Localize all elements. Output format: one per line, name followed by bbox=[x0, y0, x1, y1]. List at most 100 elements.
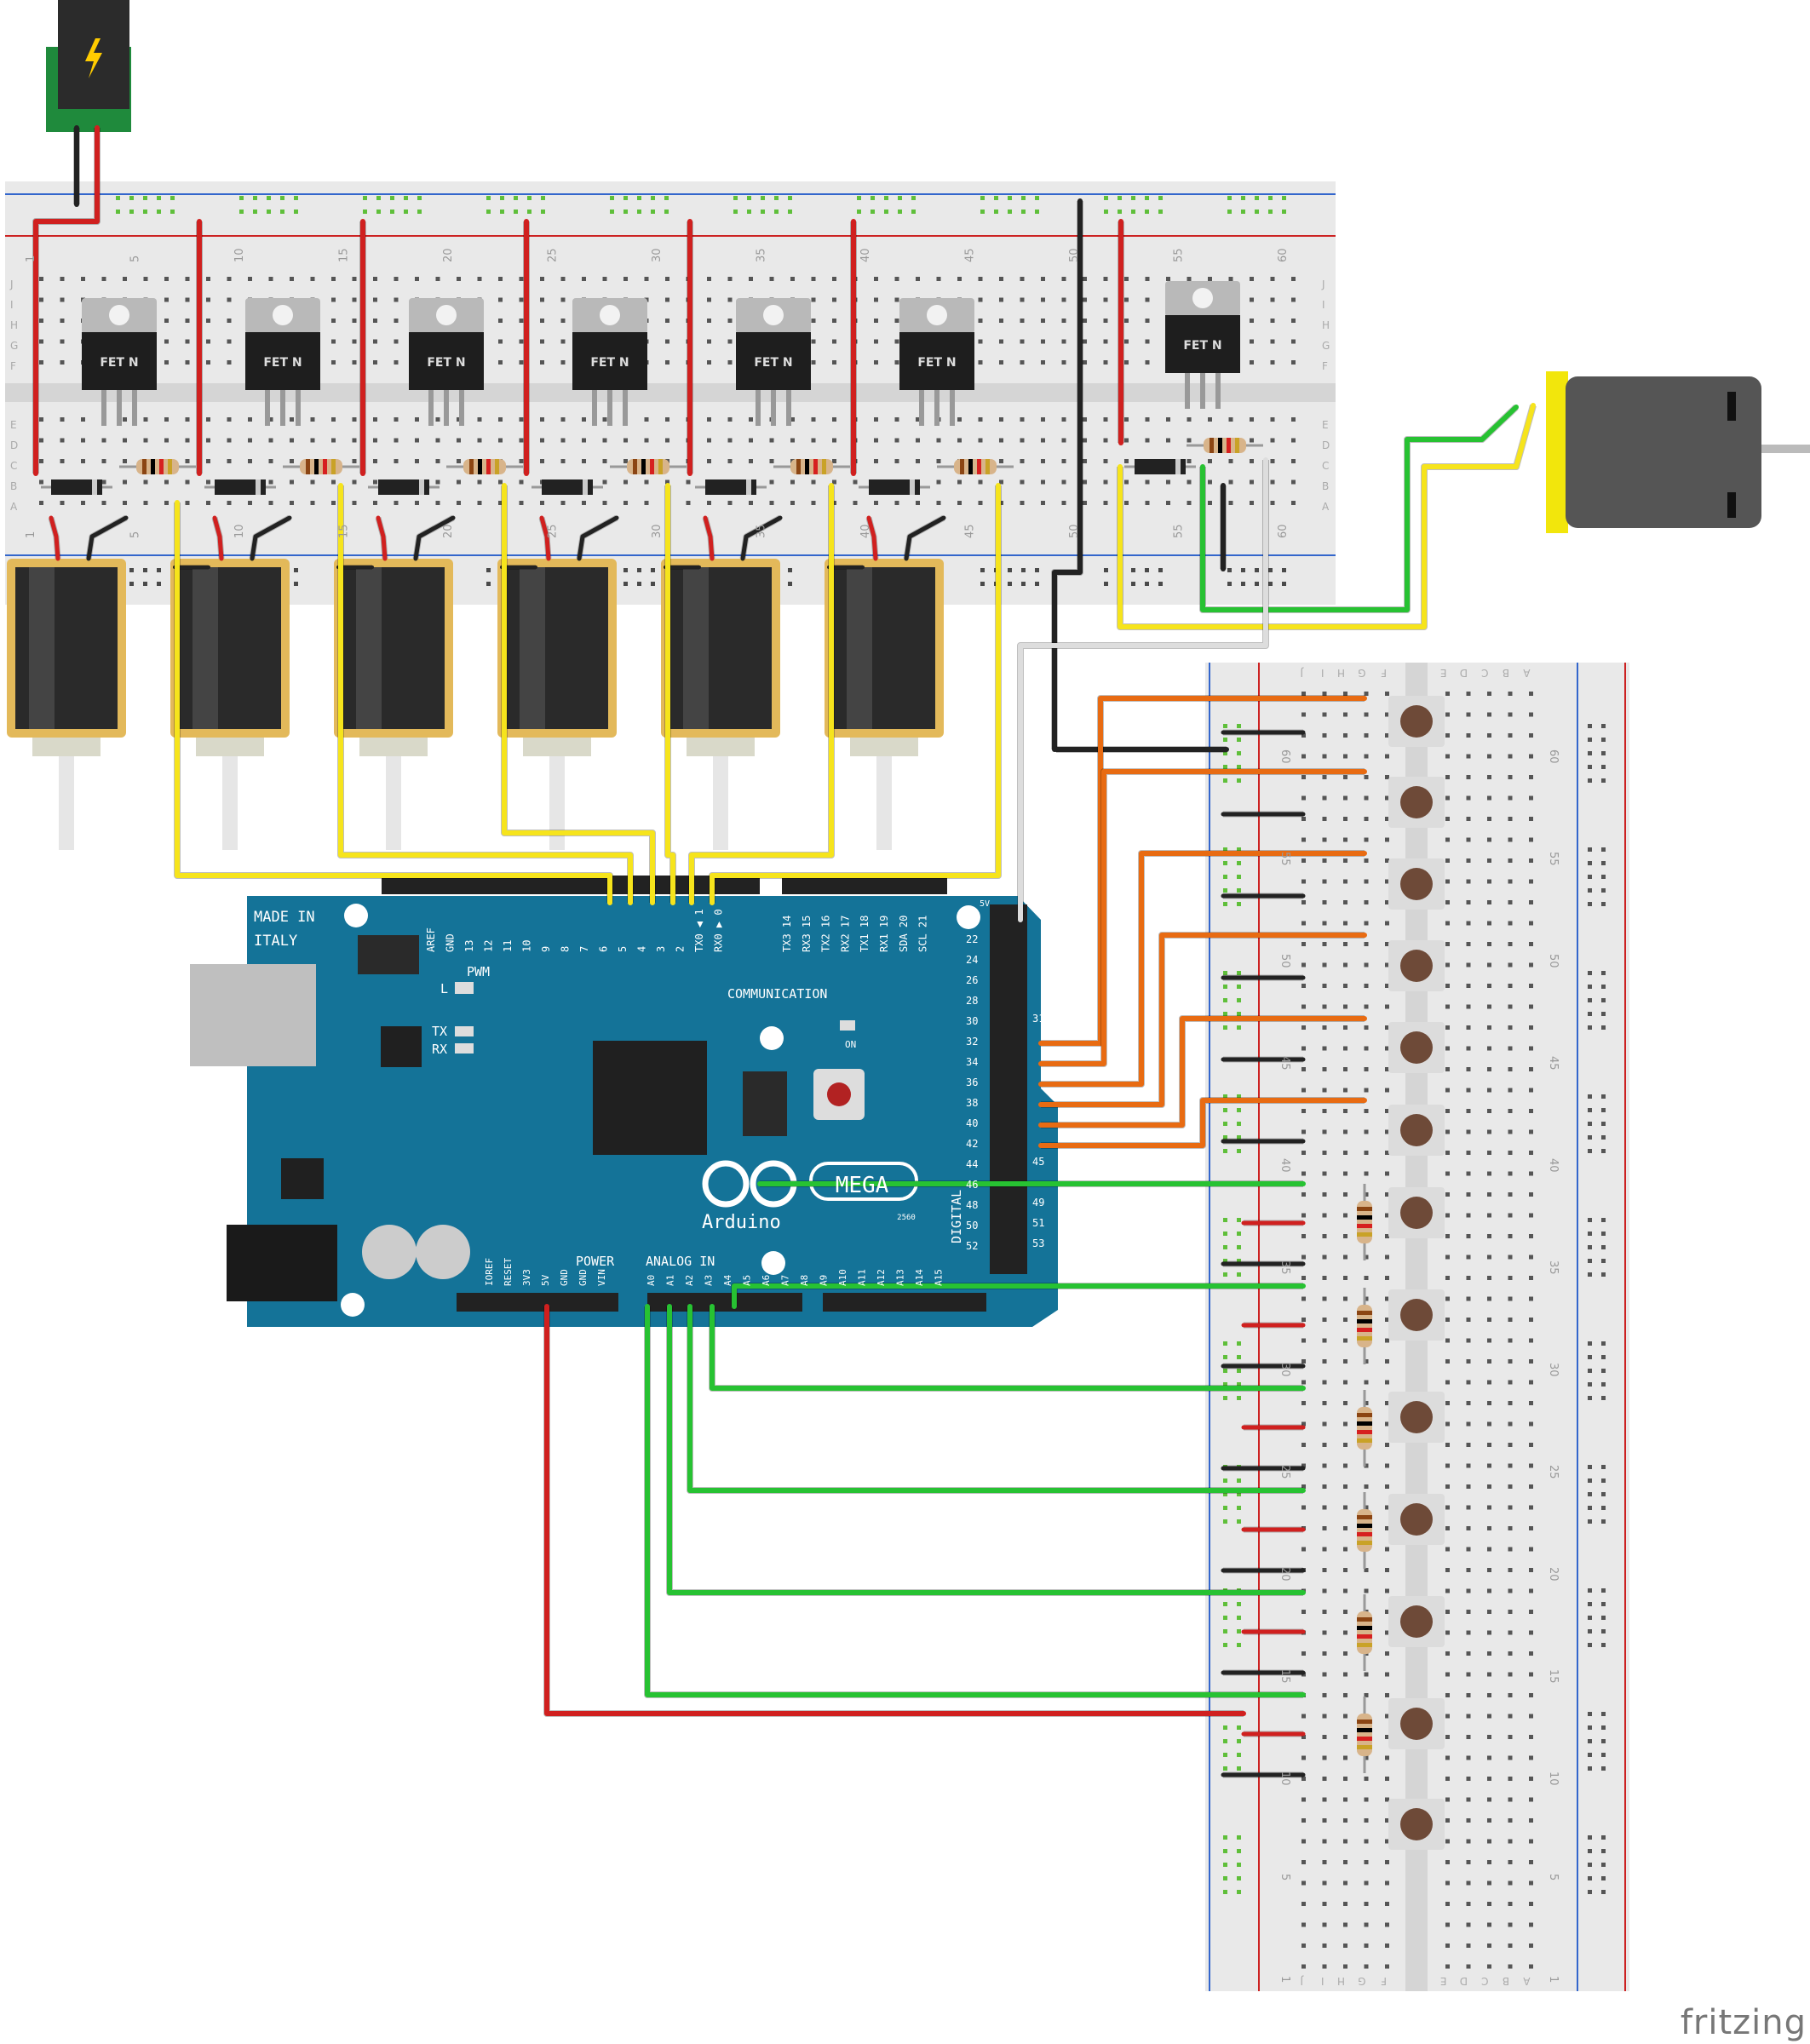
side-rail-left-group bbox=[1223, 971, 1241, 1030]
side-row-number: 40 bbox=[1547, 1158, 1560, 1173]
side-row-number: 30 bbox=[1278, 1363, 1291, 1377]
side-row-number: 40 bbox=[1278, 1158, 1291, 1173]
digital-label: DIGITAL bbox=[949, 1190, 964, 1243]
wire-green-a3 bbox=[710, 1304, 1306, 1391]
solenoid bbox=[825, 559, 944, 850]
side-column-letter: E bbox=[1440, 667, 1447, 679]
rail-bottom-group bbox=[1227, 568, 1286, 586]
diode-body bbox=[869, 479, 920, 495]
button-cap bbox=[1400, 1031, 1433, 1064]
mosfet: FET N bbox=[572, 298, 647, 426]
resistor-band bbox=[658, 459, 663, 474]
column-number: 1 bbox=[25, 531, 37, 538]
side-rail-left-group bbox=[1223, 1218, 1241, 1277]
resistor-band bbox=[1235, 438, 1239, 453]
rail-top-group bbox=[486, 196, 545, 214]
button-cap bbox=[1400, 1197, 1433, 1229]
digital-pin-label: 46 bbox=[966, 1179, 978, 1191]
digital-pin-label: SCL 21 bbox=[917, 916, 929, 952]
wire-motor-green bbox=[1200, 405, 1519, 612]
diode-band bbox=[746, 479, 751, 495]
resistor-band bbox=[142, 459, 147, 474]
on-label: ON bbox=[845, 1039, 856, 1050]
digital-pin-label: 6 bbox=[598, 946, 610, 952]
analog-pin-label: A11 bbox=[857, 1269, 868, 1286]
side-row-number: 30 bbox=[1547, 1363, 1560, 1377]
column-number: 45 bbox=[964, 248, 977, 262]
digital-pin-label: 5 bbox=[617, 946, 629, 952]
resistor bbox=[610, 459, 687, 474]
mosfet-leg bbox=[117, 390, 122, 426]
side-rail-right-group bbox=[1588, 1341, 1606, 1400]
mosfet-leg bbox=[1185, 373, 1190, 409]
row-letter: H bbox=[1322, 319, 1330, 331]
power-pin-label: 5V bbox=[540, 1274, 551, 1286]
column-number: 20 bbox=[442, 524, 455, 538]
side-rail-left-group bbox=[1223, 724, 1241, 783]
analog-pin-label: A13 bbox=[895, 1269, 906, 1286]
resistor-band bbox=[1357, 1524, 1372, 1528]
button-cap bbox=[1400, 950, 1433, 982]
row-letter: B bbox=[10, 480, 17, 492]
digital-pin-label: 22 bbox=[966, 933, 978, 945]
wire-jack-vcc bbox=[33, 125, 100, 476]
usb-chip bbox=[381, 1026, 422, 1067]
button-cap bbox=[1400, 1708, 1433, 1740]
resistor-band bbox=[159, 459, 164, 474]
side-column-letter: B bbox=[1503, 667, 1509, 679]
row-letter: C bbox=[10, 460, 17, 472]
resistor-band bbox=[1357, 1430, 1372, 1434]
resistor bbox=[1357, 1492, 1372, 1569]
usb-port bbox=[190, 964, 316, 1066]
header-5v-label: 5V bbox=[980, 899, 990, 909]
mosfet-hole bbox=[109, 305, 129, 325]
row-letter: A bbox=[10, 501, 18, 513]
digital-pin-label: 44 bbox=[966, 1158, 978, 1170]
breadboards bbox=[5, 181, 1629, 1991]
analog-pin-label: A7 bbox=[780, 1275, 791, 1286]
wire-solenoid-red bbox=[703, 515, 715, 561]
mosfet: FET N bbox=[409, 298, 484, 426]
digital-pin-label: 3 bbox=[655, 946, 667, 952]
resistor-band bbox=[650, 459, 654, 474]
wire-solenoid-black bbox=[740, 515, 783, 561]
push-button bbox=[1388, 1799, 1445, 1850]
header-digital-double bbox=[990, 904, 1027, 1274]
push-button bbox=[1388, 777, 1445, 828]
side-row-number: 50 bbox=[1278, 954, 1291, 968]
diode-band bbox=[92, 479, 97, 495]
digital-pin-label: 38 bbox=[966, 1097, 978, 1109]
italy-label: ITALY bbox=[254, 933, 297, 950]
resistor-band bbox=[977, 459, 981, 474]
resistor-band bbox=[985, 459, 990, 474]
diode bbox=[1124, 459, 1196, 474]
resistor-band bbox=[469, 459, 474, 474]
mosfet-leg bbox=[756, 390, 761, 426]
diode-band bbox=[583, 479, 588, 495]
dc-power-jack bbox=[46, 0, 131, 132]
solenoid-shade bbox=[29, 567, 55, 729]
resistor-band bbox=[1357, 1515, 1372, 1519]
main-chip bbox=[593, 1041, 707, 1155]
row-letter: A bbox=[1322, 501, 1330, 513]
resistor-band bbox=[1357, 1643, 1372, 1647]
mosfet-leg bbox=[771, 390, 776, 426]
side-rail-left-group bbox=[1223, 1094, 1241, 1153]
rx-label: RX bbox=[432, 1042, 447, 1057]
side-row-number: 60 bbox=[1547, 749, 1560, 764]
resistor-band bbox=[1227, 438, 1231, 453]
wire-gate-2 bbox=[710, 483, 1001, 905]
mosfet-leg bbox=[934, 390, 939, 426]
mosfet-label: FET N bbox=[100, 356, 138, 370]
digital-pin-label: SDA 20 bbox=[898, 916, 910, 952]
analog-pin-label: A15 bbox=[934, 1269, 945, 1286]
mosfet-leg bbox=[607, 390, 612, 426]
resistor-band bbox=[1357, 1626, 1372, 1630]
button-cap bbox=[1400, 1114, 1433, 1146]
diode-body bbox=[51, 479, 102, 495]
power-label: POWER bbox=[576, 1254, 615, 1269]
digital-pin-label: 51 bbox=[1032, 1217, 1044, 1229]
digital-pin-label: RX1 19 bbox=[878, 916, 890, 952]
analog-pin-label: A12 bbox=[876, 1269, 887, 1286]
row-letter: F bbox=[10, 360, 16, 372]
